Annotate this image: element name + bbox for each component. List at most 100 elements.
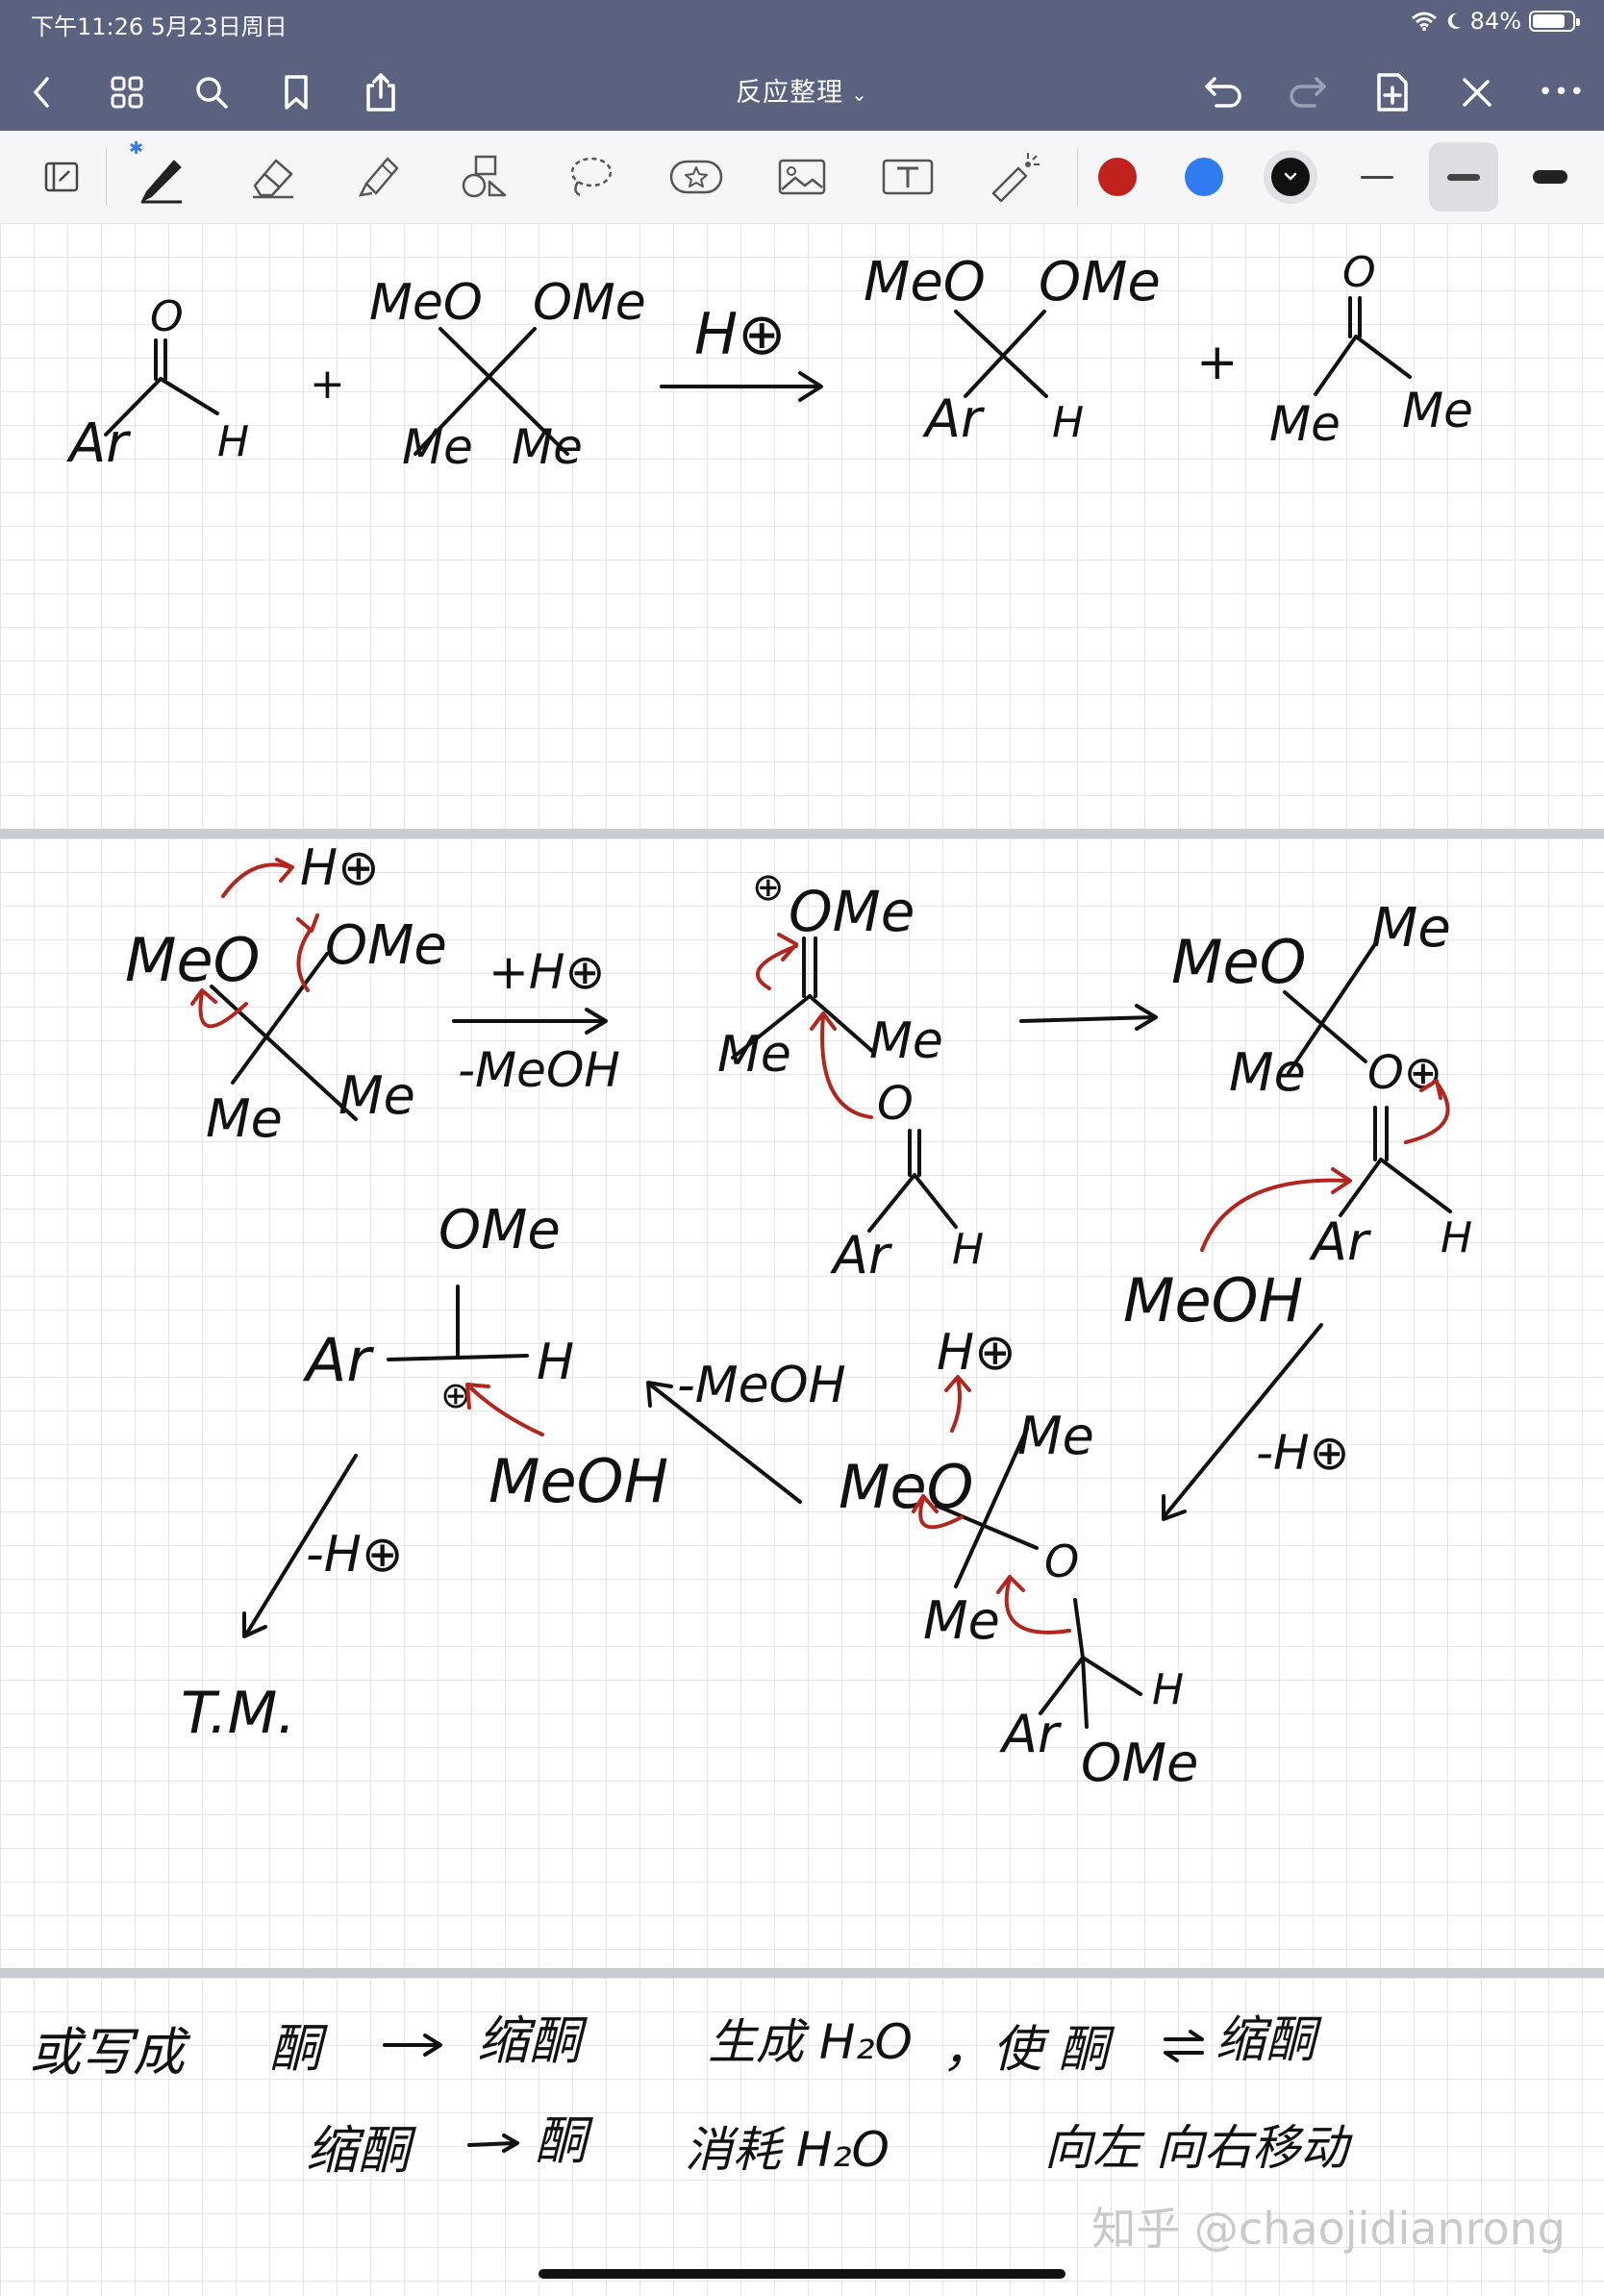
top-bar: 下午11:26 5月23日周日 84% — [0, 0, 1604, 131]
color-red-button[interactable] — [1083, 142, 1152, 212]
s3-meo: MeO — [1171, 927, 1306, 997]
text-box-icon — [882, 159, 934, 195]
pen-tool[interactable]: ✱ — [127, 138, 196, 212]
s2-me-right: Me — [869, 1012, 943, 1070]
r2-meo: MeO — [369, 274, 483, 332]
acetone-o: O — [1342, 248, 1376, 297]
chevron-down-icon: ⌄ — [851, 83, 868, 106]
handwriting-layer-1: O Ar H + MeO OMe Me Me H⊕ MeO OMe Ar H + — [66, 248, 1473, 475]
color-blue-button[interactable] — [1169, 142, 1239, 212]
acetone-me-right: Me — [1402, 383, 1473, 438]
undo-button[interactable] — [1194, 63, 1252, 121]
wifi-icon — [1411, 12, 1437, 31]
arrow1-bottom-label: -MeOH — [458, 1042, 620, 1098]
document-title[interactable]: 反应整理⌄ — [0, 71, 1604, 109]
s4-me-top: Me — [1017, 1406, 1094, 1466]
laser-pointer-tool[interactable] — [979, 142, 1048, 212]
s2-o: O — [877, 1077, 914, 1131]
tool-bar: ✱ — [0, 131, 1604, 224]
mechanism-step-2: ⊕ OMe Me Me O Ar H — [717, 865, 984, 1285]
reaction-arrow-1: H⊕ — [660, 301, 823, 402]
p1-ome: OMe — [1039, 251, 1161, 313]
s4-h2: H — [1152, 1665, 1184, 1714]
bookmark-button[interactable] — [267, 63, 325, 121]
s4-o: O — [1044, 1535, 1079, 1587]
read-mode-button[interactable] — [27, 142, 96, 212]
color-blue-swatch — [1185, 158, 1223, 196]
moon-icon — [1447, 12, 1461, 29]
acetone-structure: O Me Me — [1269, 248, 1473, 452]
image-tool[interactable] — [767, 142, 837, 212]
r2-me-right: Me — [512, 419, 583, 475]
search-button[interactable] — [183, 63, 240, 121]
sticker-tool[interactable] — [662, 142, 731, 212]
redo-button[interactable] — [1279, 63, 1337, 121]
page-divider — [0, 1968, 1604, 1978]
chevron-left-icon — [33, 77, 49, 108]
chevron-down-icon — [1284, 172, 1297, 181]
line1-ketal: 缩酮 — [477, 2010, 588, 2071]
s3-me-top: Me — [1371, 897, 1451, 960]
s1-me-left: Me — [206, 1088, 283, 1149]
s5-meoh: MeOH — [489, 1446, 668, 1516]
stroke-medium-button[interactable] — [1429, 142, 1498, 212]
more-button[interactable]: ••• — [1538, 78, 1586, 107]
highlighter-tool[interactable] — [344, 142, 414, 212]
battery-level — [1533, 14, 1565, 28]
line2-direction: 向左 向右移动 — [1044, 2120, 1353, 2176]
s2-charge: ⊕ — [752, 865, 785, 910]
watermark: 知乎 @chaojidianrong — [1091, 2203, 1566, 2255]
arrow5-label: -H⊕ — [306, 1526, 403, 1584]
pen-icon — [140, 160, 182, 204]
s1-me-right: Me — [338, 1065, 415, 1126]
target-molecule-label: T.M. — [181, 1680, 295, 1747]
handwriting-layer-3: 或写成 酮 缩酮 生成 H₂O ，使 酮 缩酮 缩酮 酮 消耗 H₂O 向左 向… — [29, 2010, 1353, 2181]
stroke-medium-icon — [1447, 173, 1480, 181]
aldehyde-ar: Ar — [66, 412, 131, 475]
s4-me-bottom: Me — [923, 1590, 1000, 1651]
lasso-tool[interactable] — [556, 142, 625, 212]
image-icon — [778, 159, 826, 195]
back-button[interactable] — [13, 63, 71, 121]
stroke-thick-button[interactable] — [1516, 142, 1585, 212]
stroke-thin-button[interactable] — [1342, 142, 1412, 212]
color-black-selected-ring — [1264, 150, 1317, 204]
highlighter-icon — [358, 157, 399, 197]
p1-h: H — [1052, 398, 1084, 447]
s1-meo: MeO — [125, 925, 260, 995]
shapes-icon — [462, 155, 507, 198]
s3-me-bottom: Me — [1229, 1042, 1306, 1103]
text-tool[interactable] — [873, 142, 942, 212]
s2-me-left: Me — [717, 1026, 791, 1084]
color-black-button[interactable] — [1256, 142, 1325, 212]
shapes-tool[interactable] — [450, 142, 519, 212]
line1-shift: ，使 酮 — [942, 2021, 1115, 2079]
mechanism-arrow-3: -H⊕ — [1162, 1323, 1350, 1521]
mechanism-step-3: MeO Me Me O⊕ Ar H MeOH — [1123, 897, 1472, 1335]
share-button[interactable] — [352, 63, 410, 121]
line1-ketone: 酮 — [269, 2018, 328, 2079]
line2-water: 消耗 H₂O — [685, 2122, 890, 2178]
pen-off-icon — [1463, 78, 1491, 107]
stroke-thin-icon — [1361, 175, 1393, 179]
eraser-tool[interactable] — [238, 142, 308, 212]
pen-settings-button[interactable] — [1448, 63, 1506, 121]
grid-icon — [111, 76, 143, 109]
note-page-2[interactable]: H⊕ MeO OMe Me Me +H⊕ -MeOH ⊕ OMe Me Me O — [0, 838, 1604, 1968]
s3-meoh: MeOH — [1123, 1265, 1303, 1335]
home-indicator[interactable] — [539, 2269, 1065, 2279]
p1-ar: Ar — [922, 388, 985, 449]
arrow4-label: -MeOH — [677, 1357, 846, 1414]
thumbnails-button[interactable] — [98, 63, 156, 121]
redo-icon — [1290, 77, 1326, 108]
s2-h: H — [952, 1225, 984, 1274]
s4-h: H⊕ — [937, 1324, 1016, 1382]
add-page-button[interactable] — [1364, 63, 1421, 121]
note-page-3[interactable]: 或写成 酮 缩酮 生成 H₂O ，使 酮 缩酮 缩酮 酮 消耗 H₂O 向左 向… — [0, 1978, 1604, 2296]
r2-ome: OMe — [533, 274, 646, 332]
status-time: 下午11:26 5月23日周日 — [31, 13, 288, 40]
s5-charge: ⊕ — [440, 1374, 471, 1416]
mechanism-step-1: H⊕ MeO OMe Me Me — [125, 839, 447, 1149]
share-icon — [366, 73, 395, 112]
note-page-1[interactable]: O Ar H + MeO OMe Me Me H⊕ MeO OMe Ar H + — [0, 223, 1604, 829]
